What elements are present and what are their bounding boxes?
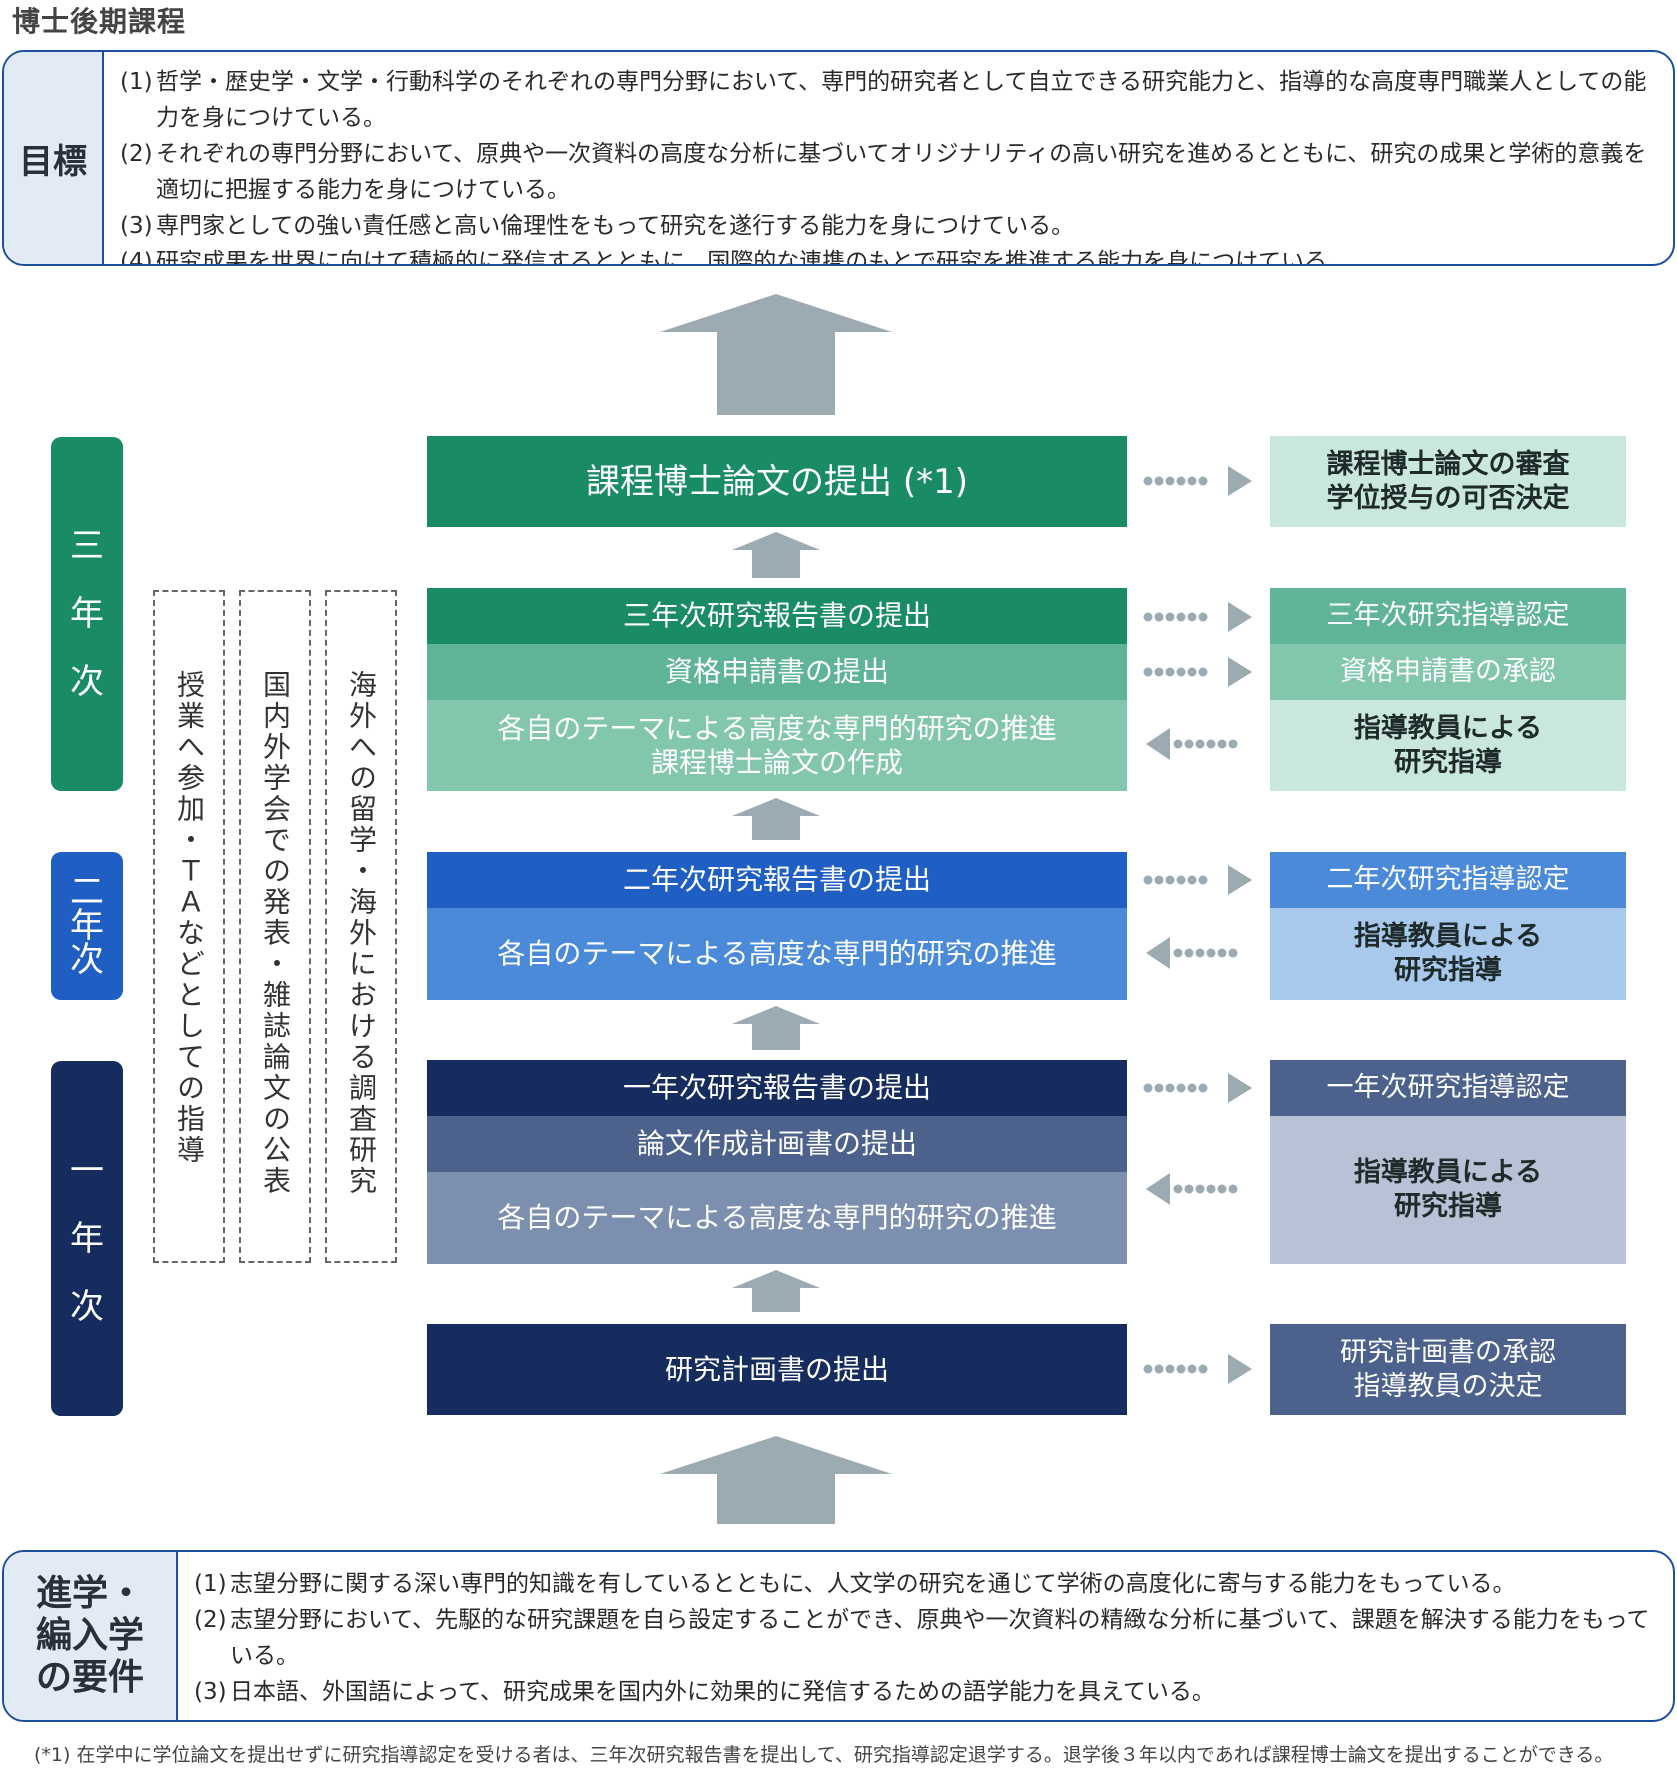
up-arrow [732,1270,820,1312]
research-plan-submission: 研究計画書の提出 [427,1324,1127,1415]
plan-approval: 研究計画書の承認 指導教員の決定 [1270,1324,1626,1415]
goal-item: (1)哲学・歴史学・文学・行動科学のそれぞれの専門分野において、専門的研究者とし… [120,69,1647,131]
big-up-arrow-top [660,294,892,415]
y1-report: 一年次研究報告書の提出 [427,1060,1127,1116]
dotted-right-arrow [1143,1354,1252,1384]
dotted-left-arrow [1146,937,1238,969]
activity-abroad: 海外への留学・海外における調査研究 [325,590,397,1263]
year-label-third: 三 年 次 [51,437,123,791]
thesis-submission: 課程博士論文の提出 (*1) [427,436,1127,527]
goal-item: (4)研究成果を世界に向けて積極的に発信するとともに、国際的な連携のもとで研究を… [120,249,1351,266]
goals-list: (1)哲学・歴史学・文学・行動科学のそれぞれの専門分野において、専門的研究者とし… [102,52,1673,264]
dotted-left-arrow [1146,728,1238,760]
activity-classes: 授業へ参加・ＴＡなどとしての指導 [153,590,225,1263]
y2-research: 各自のテーマによる高度な専門的研究の推進 [427,908,1127,1000]
dotted-right-arrow [1143,466,1252,496]
requirement-item: (2)志望分野において、先駆的な研究課題を自ら設定することができ、原典や一次資料… [194,1607,1650,1669]
admission-box: 進学・ 編入学 の要件 (1)志望分野に関する深い専門的知識を有しているとともに… [2,1550,1675,1722]
dotted-right-arrow [1143,657,1252,687]
activity-conferences: 国内外学会での発表・雑誌論文の公表 [239,590,311,1263]
y1-research: 各自のテーマによる高度な専門的研究の推進 [427,1172,1127,1264]
admission-list: (1)志望分野に関する深い専門的知識を有しているとともに、人文学の研究を通じて学… [176,1552,1673,1720]
y2-certification: 二年次研究指導認定 [1270,852,1626,908]
up-arrow [732,532,820,578]
goals-box: 目標 (1)哲学・歴史学・文学・行動科学のそれぞれの専門分野において、専門的研究… [2,50,1675,266]
y3-certification: 三年次研究指導認定 [1270,588,1626,644]
y3-qualification: 資格申請書の提出 [427,644,1127,700]
y1-certification: 一年次研究指導認定 [1270,1060,1626,1116]
dotted-right-arrow [1143,865,1252,895]
thesis-review: 課程博士論文の審査 学位授与の可否決定 [1270,436,1626,527]
y3-research: 各自のテーマによる高度な専門的研究の推進 課程博士論文の作成 [427,700,1127,791]
goal-item: (3)専門家としての強い責任感と高い倫理性をもって研究を遂行する能力を身につけて… [120,213,1075,239]
year-label-first: 一 年 次 [51,1061,123,1416]
footnote: (*1) 在学中に学位論文を提出せずに研究指導認定を受ける者は、三年次研究報告書… [34,1744,1614,1766]
y3-report: 三年次研究報告書の提出 [427,588,1127,644]
goals-heading: 目標 [4,52,104,264]
y3-guidance: 指導教員による 研究指導 [1270,700,1626,791]
dotted-right-arrow [1143,1073,1252,1103]
goal-item: (2)それぞれの専門分野において、原典や一次資料の高度な分析に基づいてオリジナリ… [120,141,1647,203]
y1-guidance: 指導教員による 研究指導 [1270,1116,1626,1264]
admission-heading: 進学・ 編入学 の要件 [4,1552,178,1720]
big-up-arrow-bottom [660,1436,892,1524]
year-label-second: 二 年 次 [51,852,123,1000]
up-arrow [732,798,820,840]
requirement-item: (1)志望分野に関する深い専門的知識を有しているとともに、人文学の研究を通じて学… [194,1571,1516,1597]
requirement-item: (3)日本語、外国語によって、研究成果を国内外に効果的に発信するための語学能力を… [194,1679,1215,1705]
up-arrow [732,1006,820,1050]
dotted-right-arrow [1143,602,1252,632]
y1-plan: 論文作成計画書の提出 [427,1116,1127,1172]
y2-guidance: 指導教員による 研究指導 [1270,908,1626,1000]
page-title: 博士後期課程 [12,5,187,38]
y2-report: 二年次研究報告書の提出 [427,852,1127,908]
y3-approval: 資格申請書の承認 [1270,644,1626,700]
dotted-left-arrow [1146,1173,1238,1205]
